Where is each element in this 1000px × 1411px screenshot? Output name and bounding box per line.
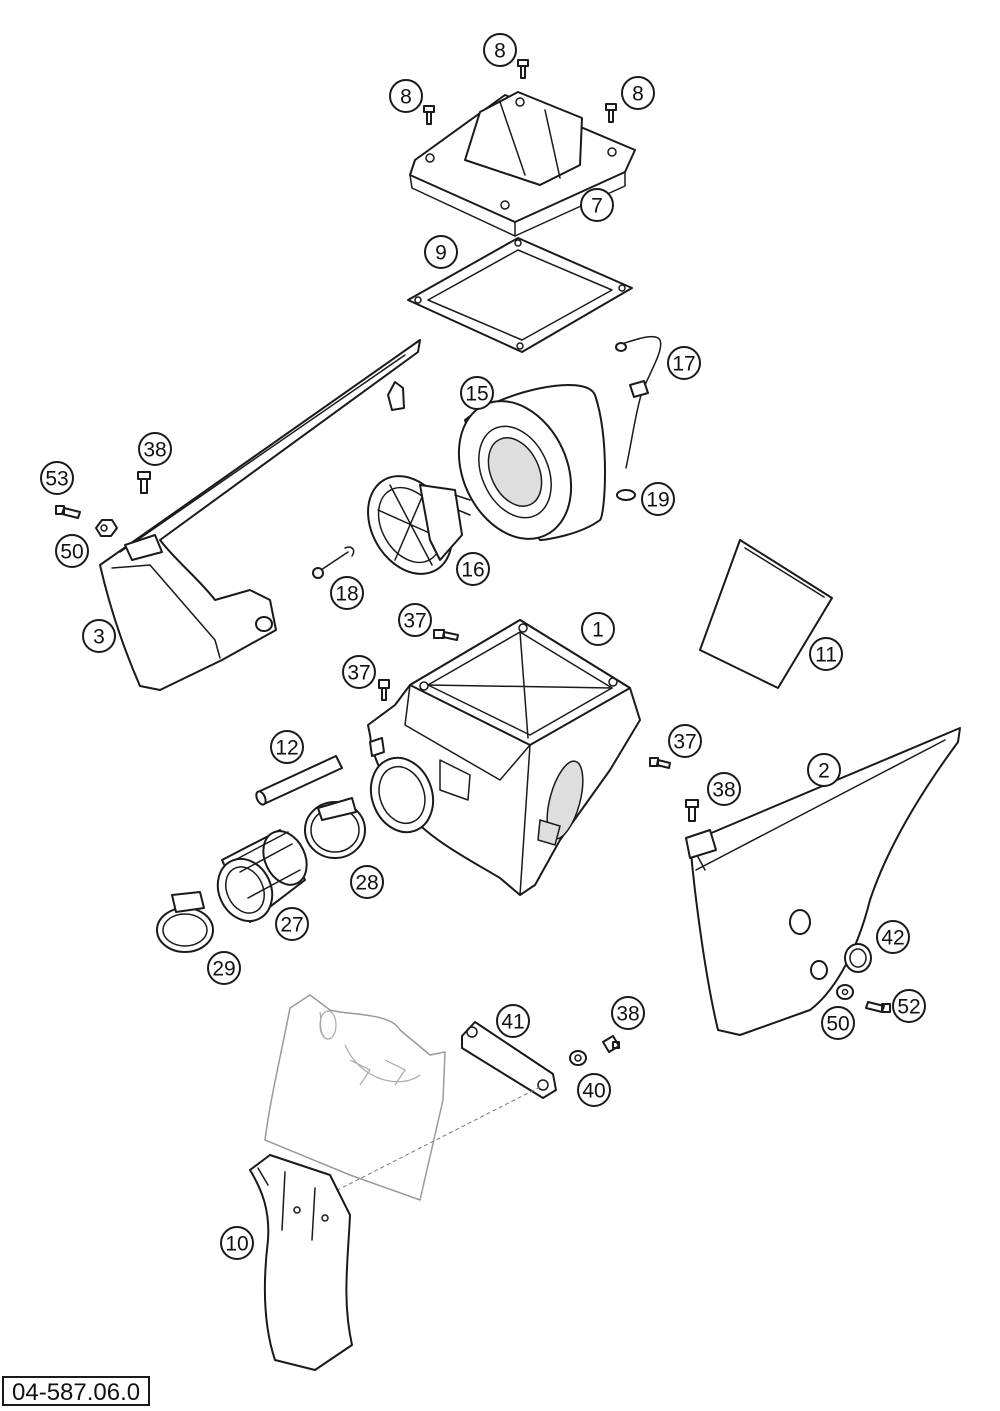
- part-filter-cage: [367, 475, 471, 575]
- part-airbox: [367, 619, 641, 896]
- part-washer-50-right: [836, 984, 854, 1000]
- svg-text:37: 37: [403, 610, 426, 633]
- part-pin: [312, 546, 355, 579]
- part-clamp-28: [304, 797, 366, 859]
- callout-2: 2: [807, 753, 841, 787]
- svg-text:29: 29: [212, 958, 235, 981]
- part-intake-boot: [216, 829, 308, 923]
- part-mudguard-ghost: [264, 994, 446, 1201]
- part-air-filter: [457, 383, 606, 541]
- part-panel: [699, 539, 833, 689]
- callout-12: 12: [270, 730, 304, 764]
- callout-50-left: 50: [55, 534, 89, 568]
- svg-text:7: 7: [591, 195, 603, 218]
- svg-text:15: 15: [465, 383, 488, 406]
- callout-37-c: 37: [668, 724, 702, 758]
- callout-37-b: 37: [342, 655, 376, 689]
- svg-text:10: 10: [225, 1233, 248, 1256]
- svg-text:9: 9: [435, 242, 447, 265]
- diagram-reference-code: 04-587.06.0: [2, 1376, 151, 1406]
- part-screw-37-a: [433, 629, 459, 641]
- svg-text:50: 50: [826, 1013, 849, 1036]
- callout-8-left: 8: [389, 79, 423, 113]
- callout-28: 28: [350, 865, 384, 899]
- callout-29: 29: [207, 951, 241, 985]
- part-clamp-29: [156, 891, 214, 953]
- part-screw-38-left: [137, 471, 151, 494]
- part-washer-40: [569, 1050, 587, 1066]
- part-wire-clip: [615, 335, 662, 469]
- part-washer-19: [616, 489, 636, 501]
- svg-text:17: 17: [672, 353, 695, 376]
- svg-text:12: 12: [275, 737, 298, 760]
- callout-18: 18: [330, 576, 364, 610]
- callout-27: 27: [275, 907, 309, 941]
- callout-7: 7: [580, 188, 614, 222]
- callout-8-right: 8: [621, 76, 655, 110]
- callout-42: 42: [876, 920, 910, 954]
- svg-text:1: 1: [592, 619, 604, 642]
- callout-38-bracket: 38: [611, 996, 645, 1030]
- callout-1: 1: [581, 612, 615, 646]
- svg-text:40: 40: [582, 1080, 605, 1103]
- callout-53: 53: [40, 461, 74, 495]
- callout-38-left: 38: [138, 432, 172, 466]
- callout-9: 9: [424, 235, 458, 269]
- svg-text:28: 28: [355, 872, 378, 895]
- callout-15: 15: [460, 376, 494, 410]
- callout-10: 10: [220, 1226, 254, 1260]
- callout-8-top: 8: [483, 33, 517, 67]
- svg-text:11: 11: [815, 644, 837, 667]
- part-screw-53: [55, 505, 81, 519]
- svg-text:52: 52: [897, 996, 920, 1019]
- svg-text:50: 50: [60, 541, 83, 564]
- svg-text:2: 2: [818, 760, 830, 783]
- svg-text:8: 8: [632, 83, 644, 106]
- svg-text:16: 16: [461, 559, 484, 582]
- part-bracket: [461, 1021, 557, 1099]
- svg-text:19: 19: [646, 489, 669, 512]
- svg-text:27: 27: [280, 914, 303, 937]
- svg-text:37: 37: [673, 731, 696, 754]
- callout-3: 3: [82, 619, 116, 653]
- svg-text:42: 42: [881, 927, 904, 950]
- callout-41: 41: [496, 1004, 530, 1038]
- callout-11: 11: [809, 637, 843, 671]
- callout-16: 16: [456, 552, 490, 586]
- part-airbox-lid: [409, 91, 636, 237]
- callout-38-right: 38: [707, 772, 741, 806]
- part-right-side-cover: [685, 727, 961, 1036]
- part-screw-37-b: [378, 679, 390, 701]
- part-grommet-42: [844, 943, 872, 973]
- part-mud-flap: [249, 1154, 353, 1371]
- svg-text:3: 3: [93, 626, 105, 649]
- part-screw-52: [865, 1001, 891, 1013]
- part-left-side-cover: [99, 339, 421, 691]
- svg-text:41: 41: [501, 1011, 524, 1034]
- part-gasket: [407, 237, 633, 353]
- callout-40: 40: [577, 1073, 611, 1107]
- part-hose: [255, 755, 343, 806]
- callout-37-a: 37: [398, 603, 432, 637]
- svg-text:8: 8: [494, 40, 506, 63]
- part-screws-8: [423, 59, 617, 125]
- svg-text:8: 8: [400, 86, 412, 109]
- callout-17: 17: [667, 346, 701, 380]
- svg-text:38: 38: [143, 439, 166, 462]
- svg-text:38: 38: [712, 779, 735, 802]
- part-nut-50-left: [95, 519, 118, 537]
- svg-text:53: 53: [45, 468, 68, 491]
- part-screw-37-c: [649, 757, 671, 769]
- callout-19: 19: [641, 482, 675, 516]
- svg-text:37: 37: [347, 662, 370, 685]
- callout-52: 52: [892, 989, 926, 1023]
- svg-text:38: 38: [616, 1003, 639, 1026]
- part-screw-38-bracket: [602, 1035, 620, 1053]
- svg-text:18: 18: [335, 583, 358, 606]
- part-screw-38-right: [685, 799, 699, 822]
- callout-50-right: 50: [821, 1006, 855, 1040]
